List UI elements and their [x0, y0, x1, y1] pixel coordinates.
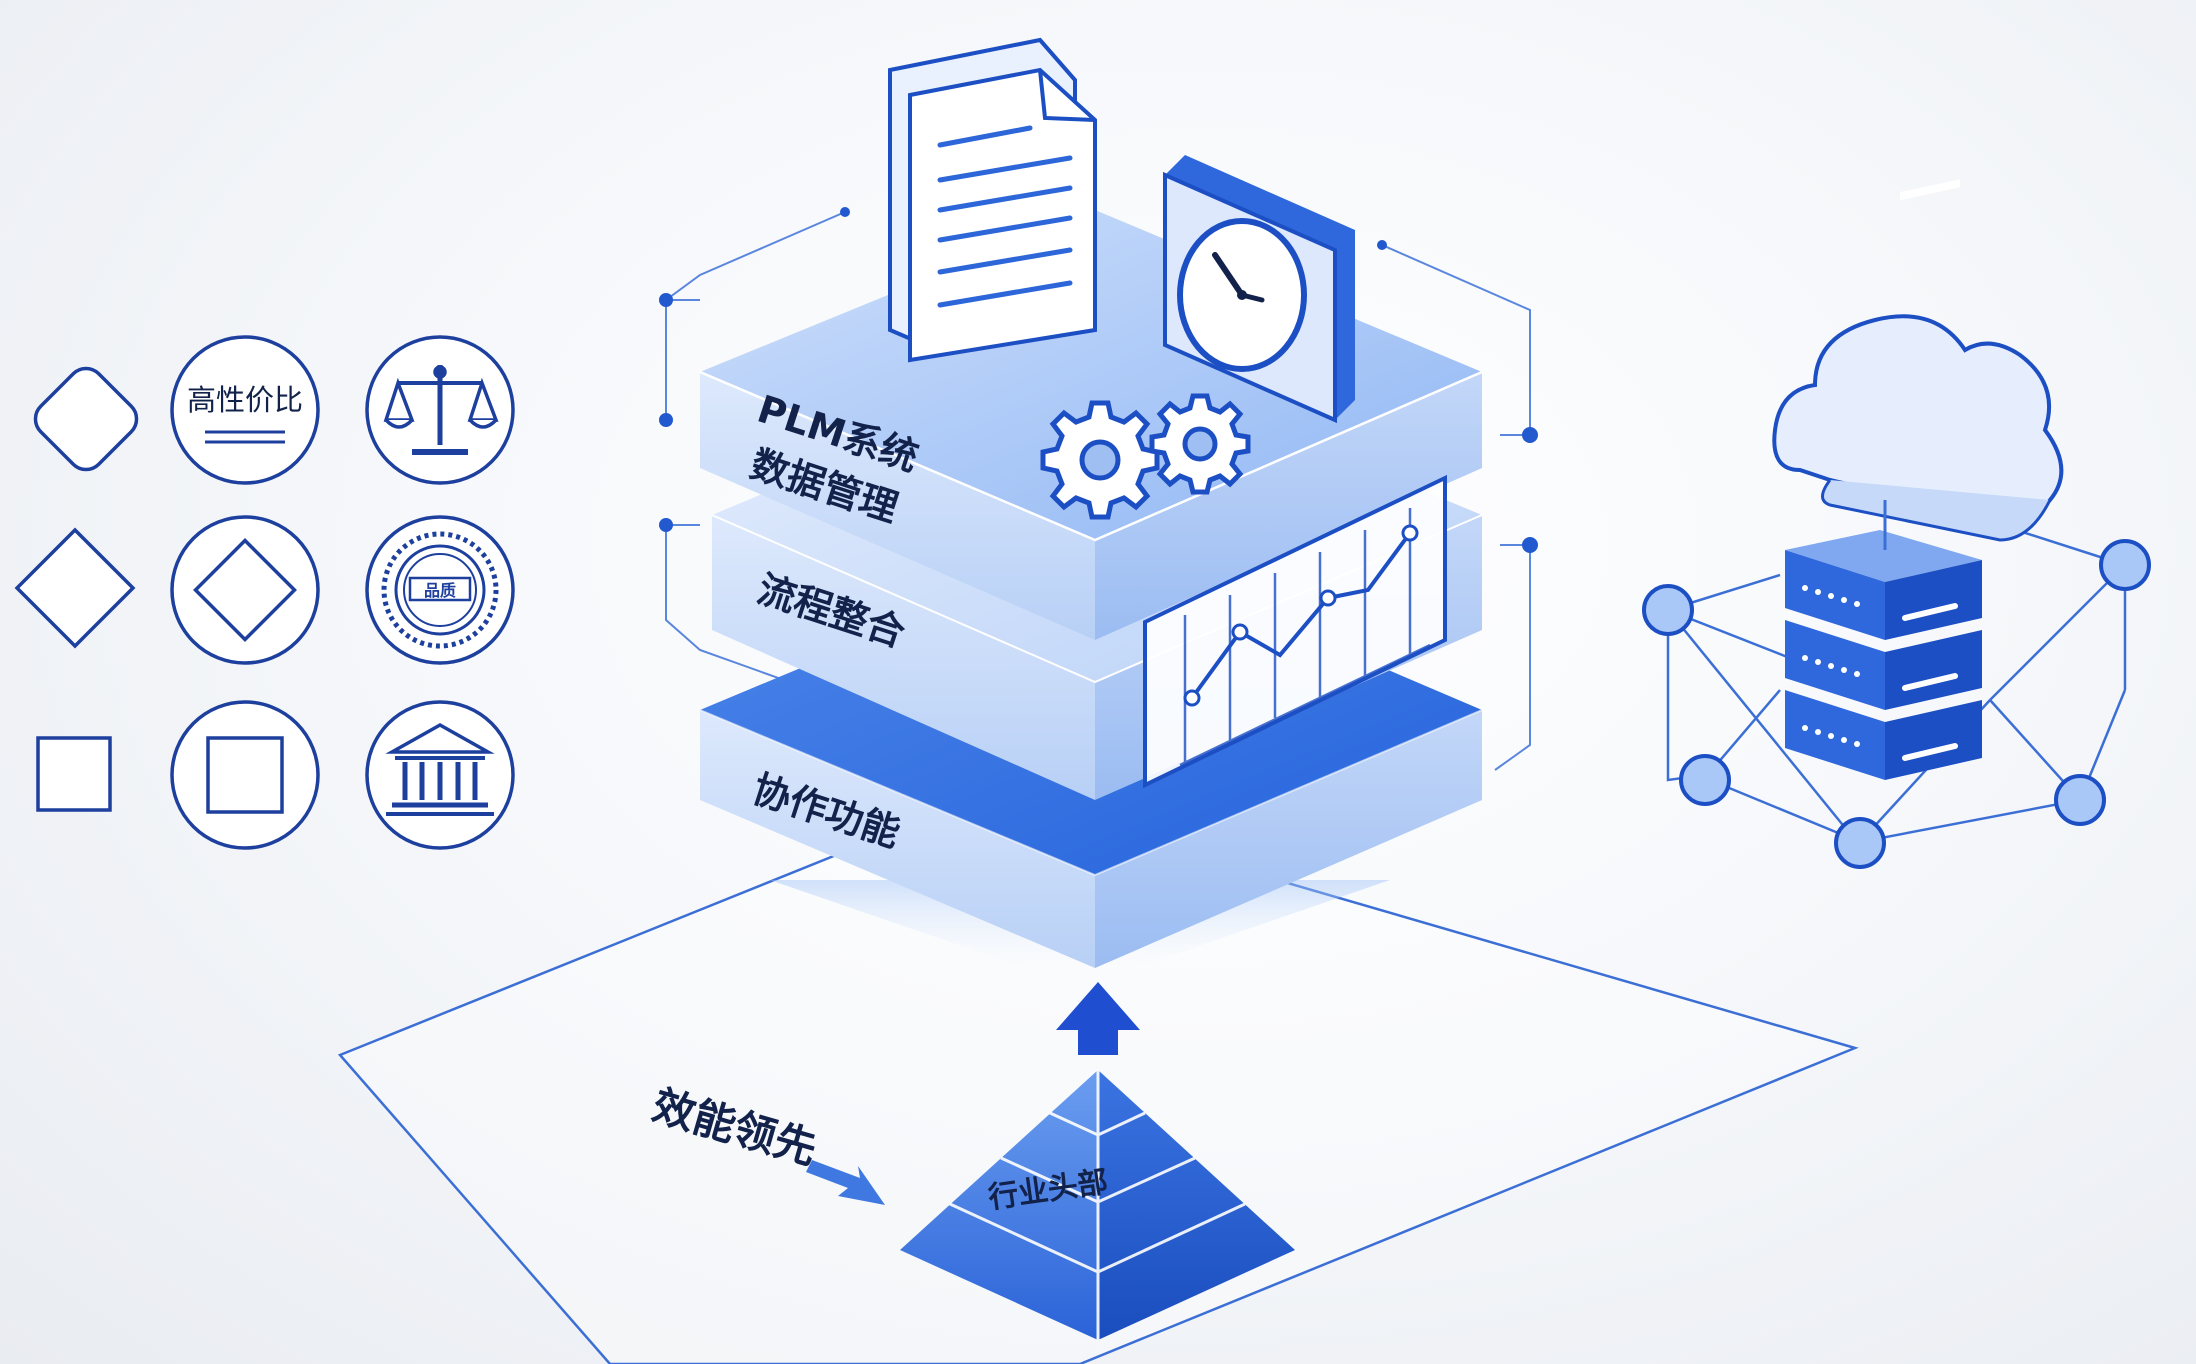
gear-icon: [1040, 400, 1160, 520]
right-arrow-icon: [806, 1160, 885, 1205]
left-icon-grid: 品质: [14, 335, 515, 850]
price-badge-text: 高性价比: [187, 383, 303, 417]
clock-icon: [1163, 155, 1355, 424]
pyramid-icon: [900, 1070, 1295, 1340]
cloud-icon: [1772, 314, 2064, 542]
seal-text: 品质: [424, 581, 456, 600]
gear-icon: [1149, 393, 1251, 495]
line-chart-icon: [1143, 474, 1447, 789]
up-arrow-icon: [1056, 982, 1140, 1055]
server-icon: [1785, 179, 1982, 780]
square-icon: [36, 736, 112, 812]
network-node-icon: [1642, 539, 2151, 869]
diamond-rounded-icon: [33, 366, 139, 472]
price-badge-icon: [170, 335, 320, 485]
diamond-icon: [14, 527, 136, 649]
diamond-circle-icon: [170, 515, 320, 665]
institution-icon: [365, 700, 515, 850]
square-circle-icon: [170, 700, 320, 850]
document-icon: [888, 37, 1097, 363]
seal-icon: 品质: [365, 515, 515, 665]
scale-justice-icon: [365, 335, 515, 485]
